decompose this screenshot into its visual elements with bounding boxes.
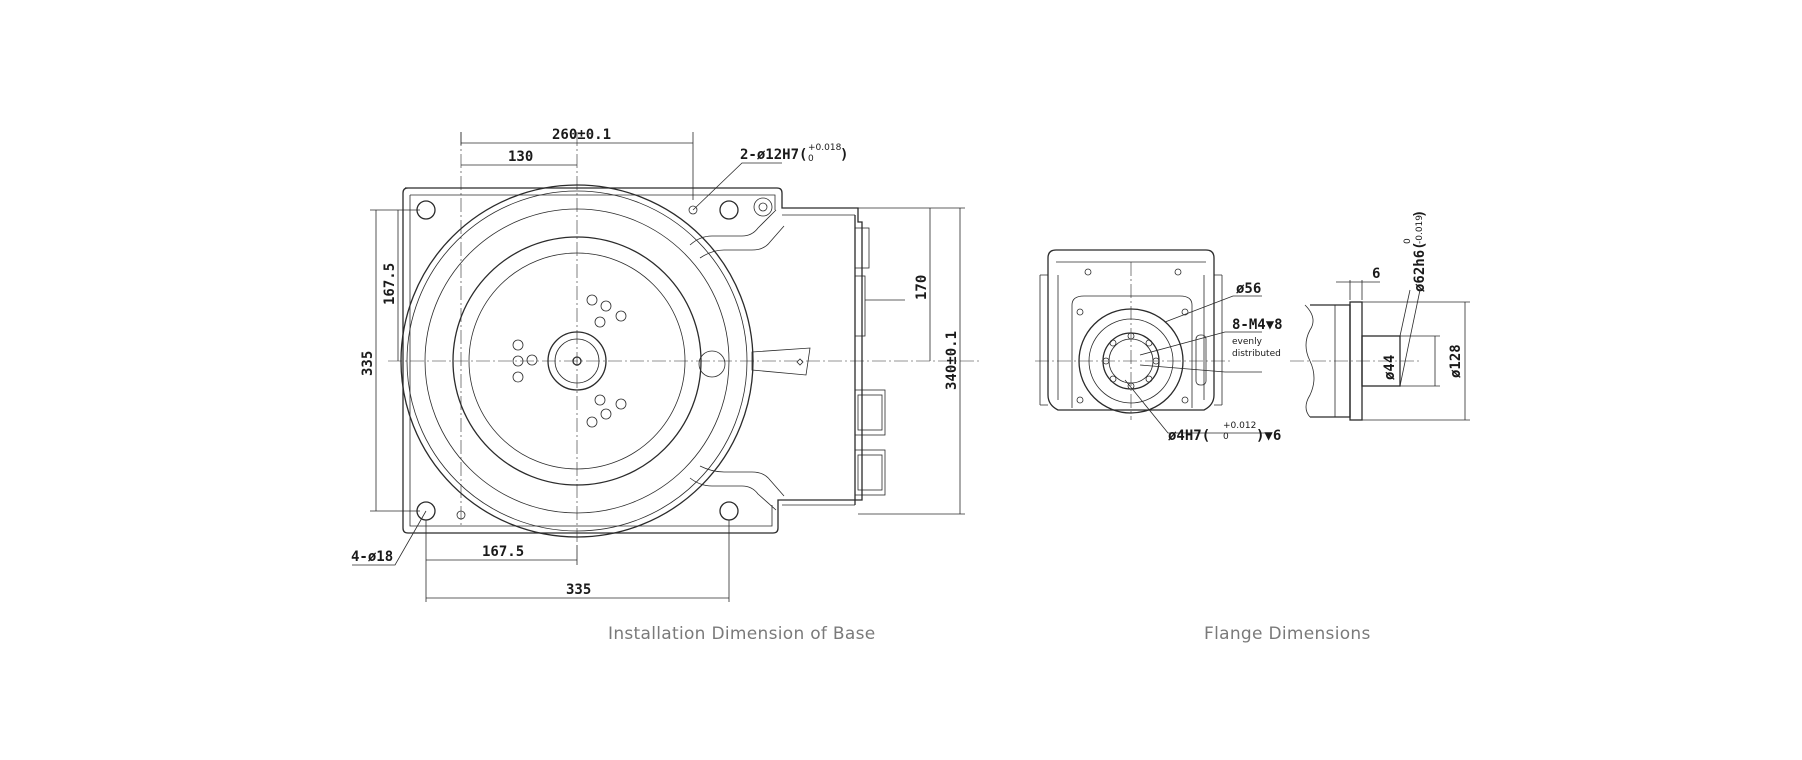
dim-pin-depth: )▼6: [1256, 428, 1281, 444]
dim-d128: ø128: [1448, 344, 1464, 378]
dim-d56: ø56: [1236, 281, 1261, 297]
dim-335-bottom: 335: [566, 582, 591, 598]
dim-d62-tol-upper: 0: [1403, 238, 1413, 244]
dim-130: 130: [508, 149, 533, 165]
dim-pin-tol-upper: +0.018: [808, 143, 842, 153]
dim-170: 170: [914, 275, 930, 300]
dim-167-5-left: 167.5: [382, 263, 398, 305]
caption-flange: Flange Dimensions: [1204, 624, 1371, 644]
side-connectors: [751, 227, 905, 496]
base-centerlines: [388, 132, 980, 545]
caption-base: Installation Dimension of Base: [608, 624, 876, 644]
dim-holes: 4-ø18: [351, 549, 393, 565]
dim-pin: ø4H7(: [1168, 428, 1210, 444]
dim-6: 6: [1372, 266, 1380, 282]
dim-260: 260±0.1: [552, 127, 611, 143]
dim-evenly: evenly: [1232, 337, 1263, 347]
dim-167-5-bottom: 167.5: [482, 544, 524, 560]
dim-pin-tol-lower: 0: [1223, 432, 1229, 442]
base-plate: [402, 187, 863, 534]
dim-pin-tol-lower: 0: [808, 154, 814, 164]
dim-distributed: distributed: [1232, 349, 1281, 359]
dim-d62-close: ): [1412, 210, 1428, 218]
dim-pin-close: ): [840, 147, 848, 163]
dim-pin-tol-upper: +0.012: [1223, 421, 1256, 431]
dim-d44: ø44: [1382, 355, 1398, 380]
base-view: 260±0.1 130 2-ø12H7( +0.018 0 ) 170 340±…: [351, 127, 980, 602]
base-dimension-lines: [352, 132, 965, 602]
dim-335-left: 335: [360, 351, 376, 376]
dim-pin-holes: 2-ø12H7(: [740, 147, 807, 163]
dim-d62-tol-lower: -0.019: [1415, 215, 1425, 244]
dim-340: 340±0.1: [944, 331, 960, 390]
disc-holes: [512, 294, 627, 428]
housing-ears: [689, 209, 785, 511]
dim-d62: ø62h6(: [1412, 241, 1428, 292]
flange-side-view: 6 ø62h6( 0 -0.019 ) ø44 ø128: [1290, 210, 1470, 421]
dim-m4: 8-M4▼8: [1232, 317, 1283, 333]
flange-front-view: ø56 8-M4▼8 evenly distributed ø4H7( +0.0…: [1035, 249, 1283, 444]
